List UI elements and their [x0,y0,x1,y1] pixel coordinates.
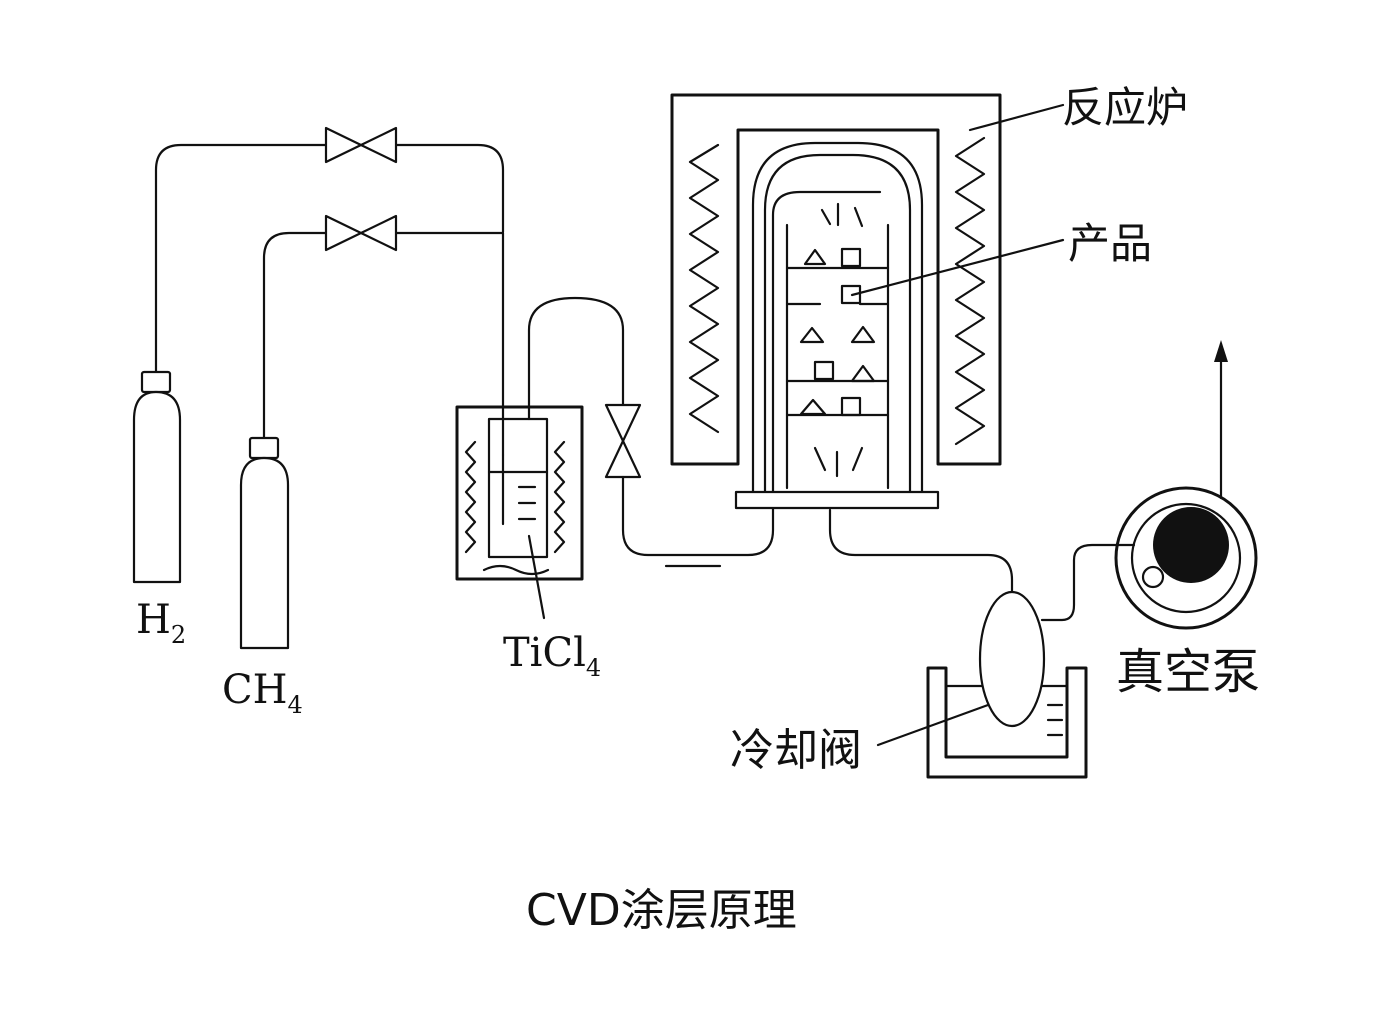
product-rack [785,202,890,490]
feed-valve [604,403,642,479]
reactor-label: 反应炉 [1062,83,1188,132]
diagram-caption: CVD涂层原理 [526,885,797,936]
h2-valve [324,126,398,164]
h2-label: H2 [136,597,186,649]
vacuum-pump-label: 真空泵 [1116,644,1260,700]
svg-text:TiCl4: TiCl4 [503,630,601,682]
ticl4-evaporator [455,296,625,620]
svg-text:CH4: CH4 [222,667,303,719]
svg-text:H2: H2 [136,597,186,649]
exhaust-pipe [828,508,1014,597]
ticl4-label: TiCl4 [503,630,601,682]
gas-pipelines [154,143,505,457]
h2-cylinder [132,370,182,584]
cooling-valve [926,590,1088,779]
ch4-valve [324,214,398,252]
callout-lines [850,103,1065,747]
reactor-furnace [670,93,1002,510]
feed-pipe [621,190,882,557]
cooling-valve-label: 冷却阀 [730,725,862,776]
ch4-label: CH4 [222,667,303,719]
pump-pipe [1040,543,1136,622]
product-label: 产品 [1068,219,1152,268]
vacuum-pump [1114,340,1258,630]
ch4-cylinder [239,436,290,650]
